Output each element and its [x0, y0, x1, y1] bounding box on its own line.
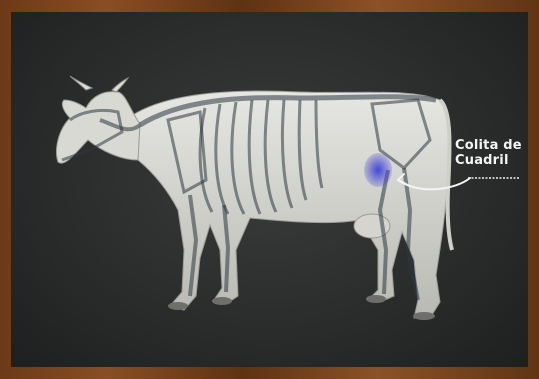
hooves: [168, 295, 435, 320]
annotation-label: Colita de Cuadril: [455, 138, 535, 168]
colita-de-cuadril-highlight: [364, 153, 392, 187]
annotation-line-1: Colita de: [455, 138, 535, 153]
annotation-line-2: Cuadril: [455, 153, 535, 168]
